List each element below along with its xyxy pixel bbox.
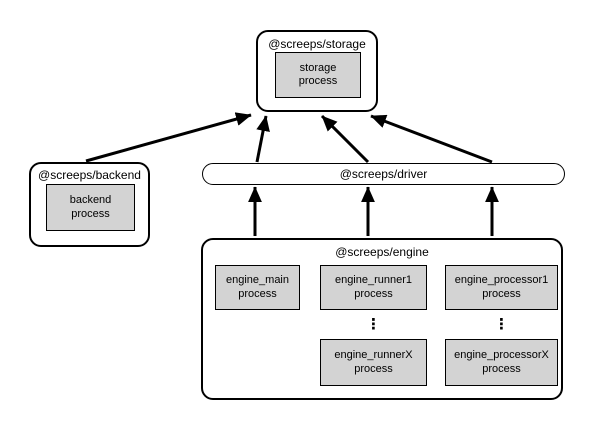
engine-processor1-process-box: engine_processor1 process (445, 265, 558, 310)
engine-processorX-process-box: engine_processorX process (445, 339, 558, 386)
edge-backend-to-storage (85, 112, 252, 163)
engine-main-process-box: engine_main process (215, 265, 300, 310)
edge-driver-to-storage-right (370, 114, 493, 164)
storage-process-box: storage process (275, 52, 361, 98)
node-backend: @screeps/backend backend process (29, 162, 150, 247)
runner-ellipsis: ⋮ (366, 316, 381, 333)
engine-runnerX-process-box: engine_runnerX process (320, 339, 427, 386)
edge-driver-to-storage-left (255, 115, 270, 163)
backend-process-box: backend process (46, 184, 135, 231)
node-driver: @screeps/driver (202, 163, 565, 185)
node-storage: @screeps/storage storage process (256, 30, 378, 112)
engine-runner1-process-box: engine_runner1 process (320, 265, 427, 310)
storage-package-label: @screeps/storage (268, 37, 366, 51)
backend-package-label: @screeps/backend (38, 168, 141, 182)
edge-driver-to-storage-middle (320, 114, 370, 164)
node-engine: @screeps/engine engine_main process engi… (201, 238, 563, 400)
engine-package-label: @screeps/engine (335, 245, 429, 259)
processor-ellipsis: ⋮ (494, 316, 509, 333)
